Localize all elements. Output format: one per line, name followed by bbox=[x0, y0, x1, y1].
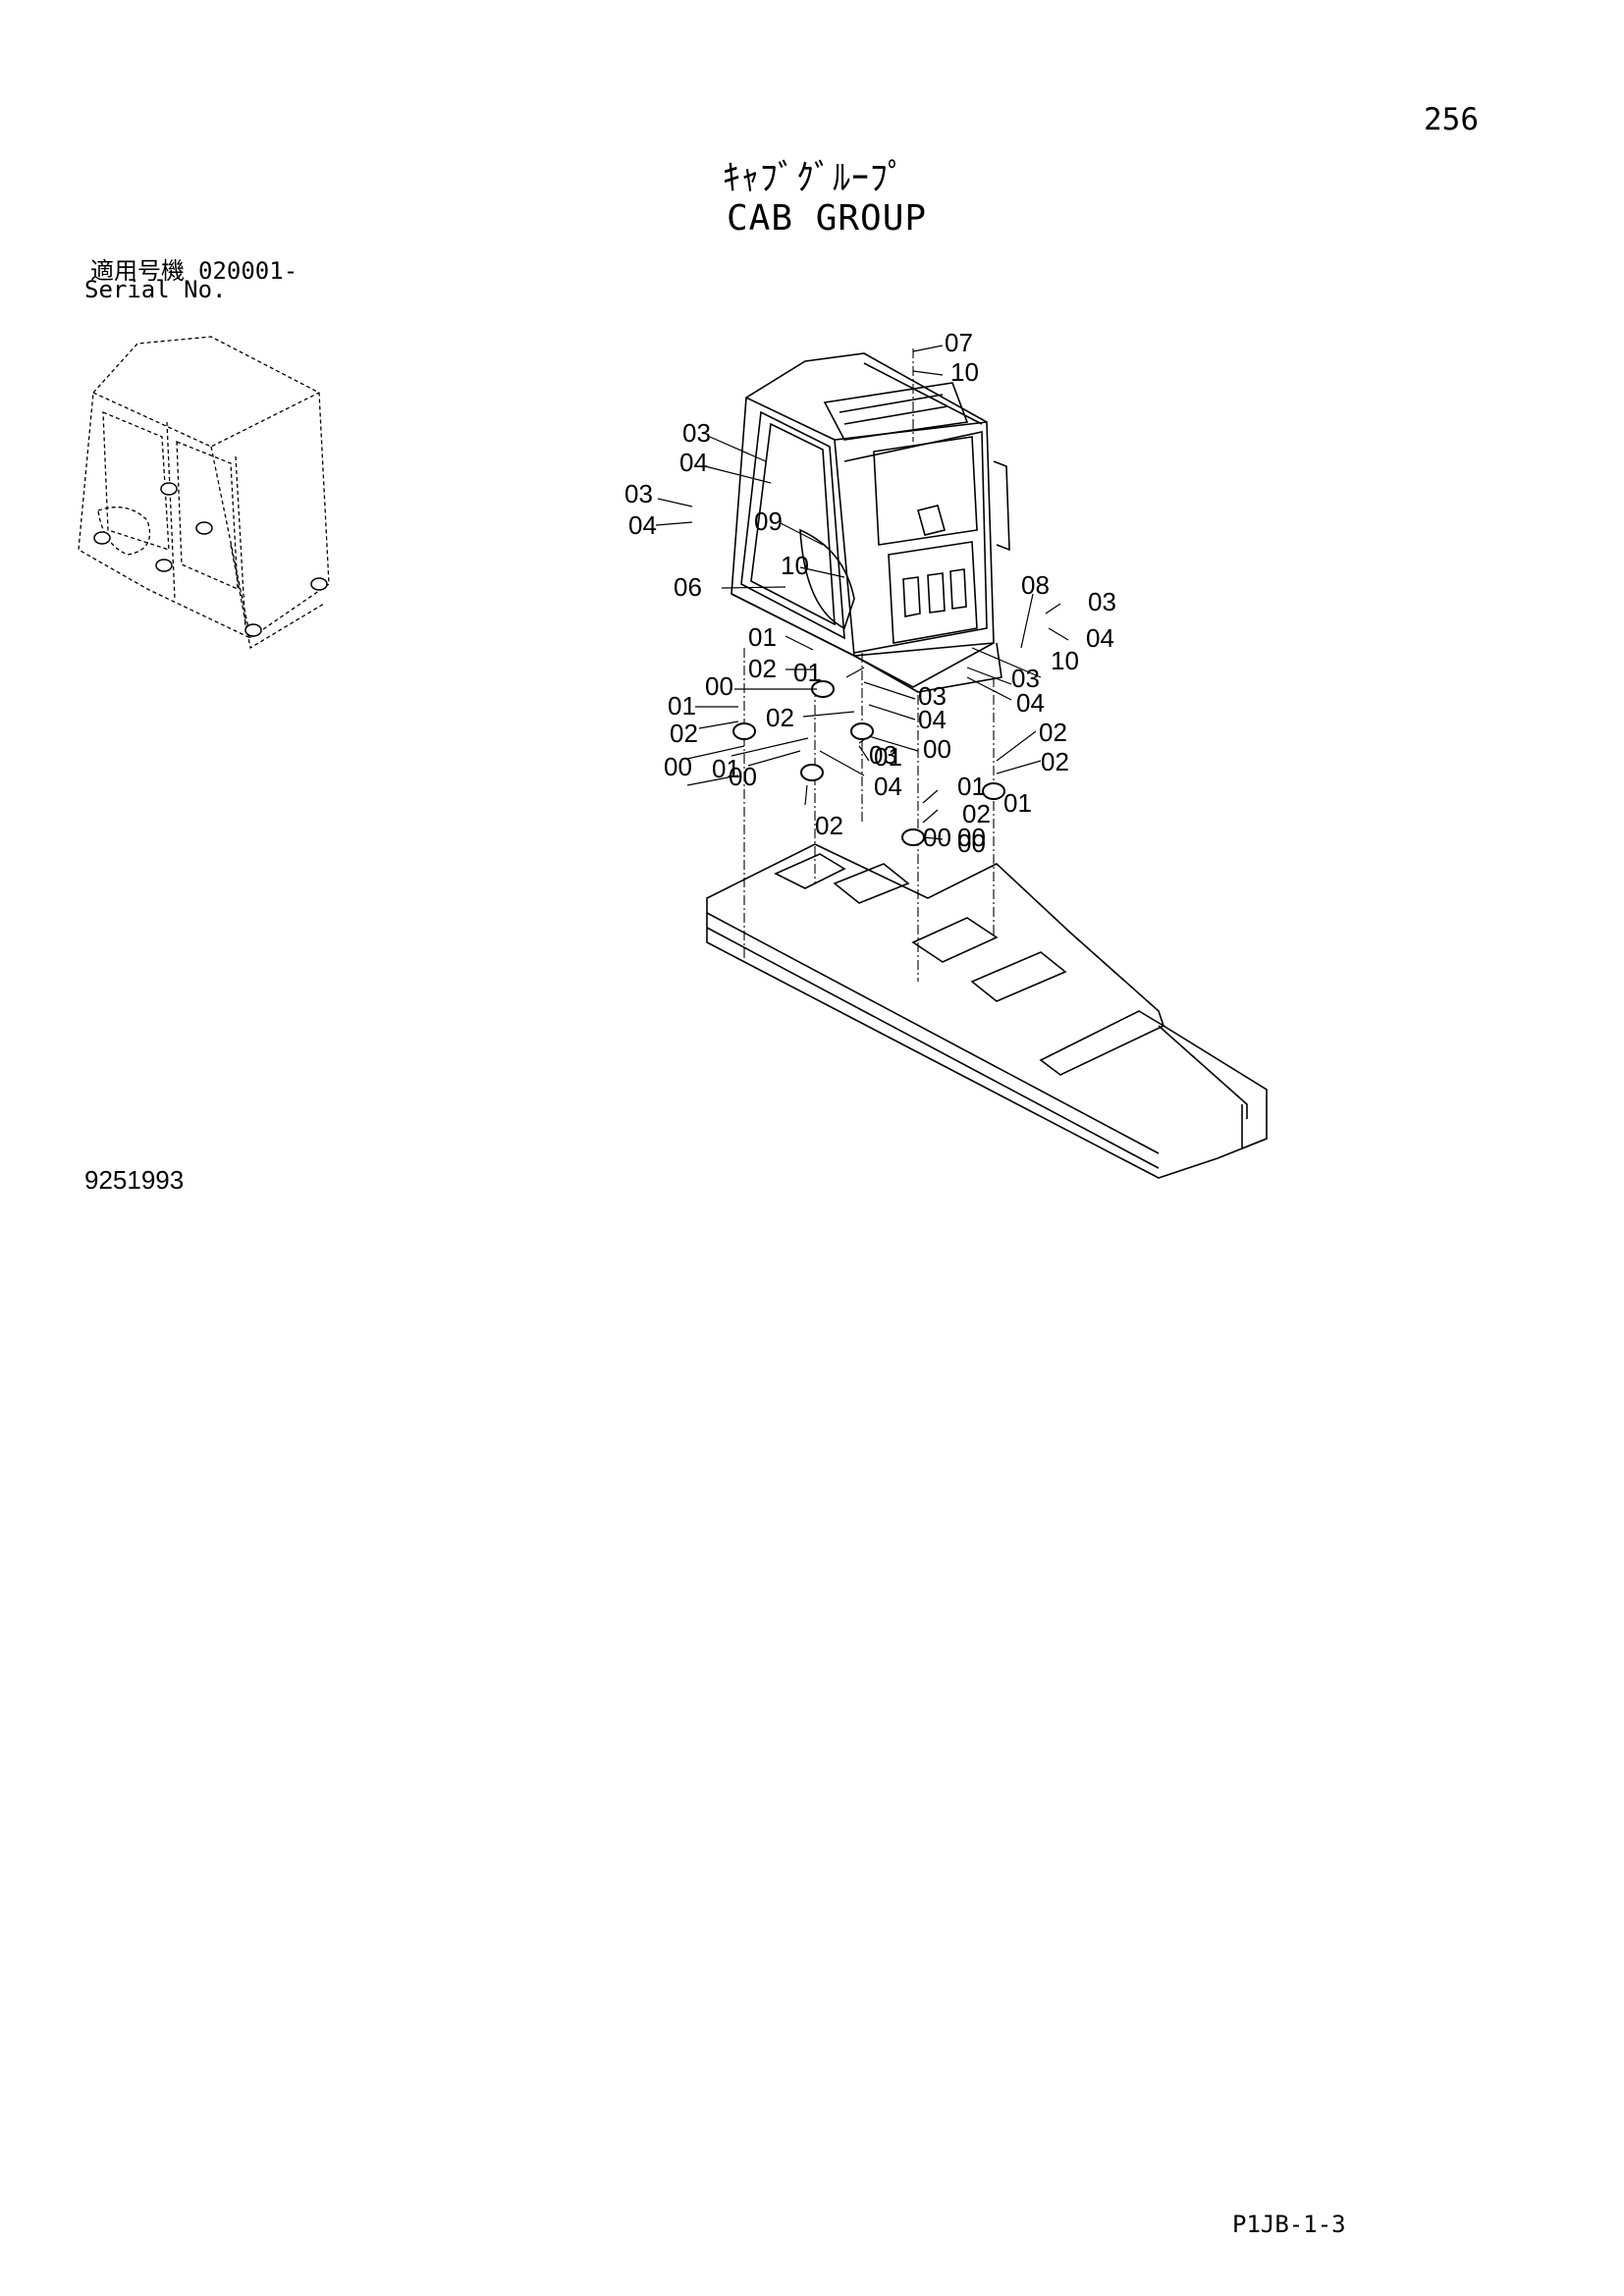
callout-label: 02 bbox=[1041, 747, 1069, 776]
callout-label: 00 bbox=[923, 734, 951, 764]
callout-label: 10 bbox=[781, 551, 809, 580]
callout-label: 00 bbox=[923, 823, 951, 852]
callout-label: 03 bbox=[869, 740, 897, 770]
drawing-number: 9251993 bbox=[84, 1165, 185, 1195]
callout-label: 03 bbox=[1088, 587, 1116, 616]
callout-label: 04 bbox=[874, 772, 902, 801]
callout-label: 00 bbox=[729, 762, 757, 791]
callout-label: 01 bbox=[874, 742, 902, 772]
callout-label: 03 bbox=[918, 681, 947, 711]
title-japanese: ｷｬﾌﾞｸﾞﾙｰﾌﾟ bbox=[723, 158, 906, 198]
serial-label-english: Serial No. bbox=[84, 276, 227, 303]
callout-label: 00 bbox=[957, 828, 986, 858]
callout-label: 09 bbox=[754, 507, 783, 536]
callout-label: 06 bbox=[674, 572, 702, 602]
callout-label: 01 bbox=[668, 691, 696, 721]
callout-label: 04 bbox=[1086, 623, 1114, 653]
callout-label: 03 bbox=[1011, 664, 1040, 693]
callout-label: 01 bbox=[1003, 788, 1032, 818]
callout-label: 04 bbox=[628, 510, 657, 540]
callout-label: 03 bbox=[624, 479, 653, 508]
callout-label: 08 bbox=[1021, 570, 1050, 600]
page-number: 256 bbox=[1424, 102, 1479, 137]
callout-label: 01 bbox=[712, 754, 740, 783]
callout-label: 02 bbox=[815, 811, 843, 840]
callout-label: 02 bbox=[748, 654, 777, 683]
callout-label: 10 bbox=[1051, 646, 1079, 675]
callout-label: 04 bbox=[918, 705, 947, 734]
serial-value: 020001- bbox=[198, 257, 298, 285]
callout-label: 02 bbox=[962, 799, 991, 828]
callout-label: 00 bbox=[664, 752, 692, 781]
callout-label: 02 bbox=[766, 703, 794, 732]
callout-label: 07 bbox=[945, 328, 973, 357]
callout-label: 04 bbox=[1016, 688, 1045, 718]
callout-label: 10 bbox=[950, 357, 979, 387]
callout-label: 01 bbox=[793, 658, 822, 687]
callout-label: 01 bbox=[957, 772, 986, 801]
serial-label-jp: 適用号機 bbox=[90, 257, 185, 285]
callout-label: 02 bbox=[1039, 718, 1067, 747]
callout-label: 00 bbox=[705, 671, 733, 701]
page-reference: P1JB-1-3 bbox=[1232, 2211, 1346, 2238]
callout-label: 04 bbox=[679, 448, 708, 477]
page-title: CAB GROUP bbox=[727, 198, 928, 239]
callout-label: 00 bbox=[957, 823, 986, 852]
callout-label: 02 bbox=[670, 719, 698, 748]
callout-label: 01 bbox=[748, 622, 777, 652]
serial-label-japanese: 適用号機 020001- bbox=[90, 251, 298, 286]
callout-label: 03 bbox=[682, 418, 711, 448]
